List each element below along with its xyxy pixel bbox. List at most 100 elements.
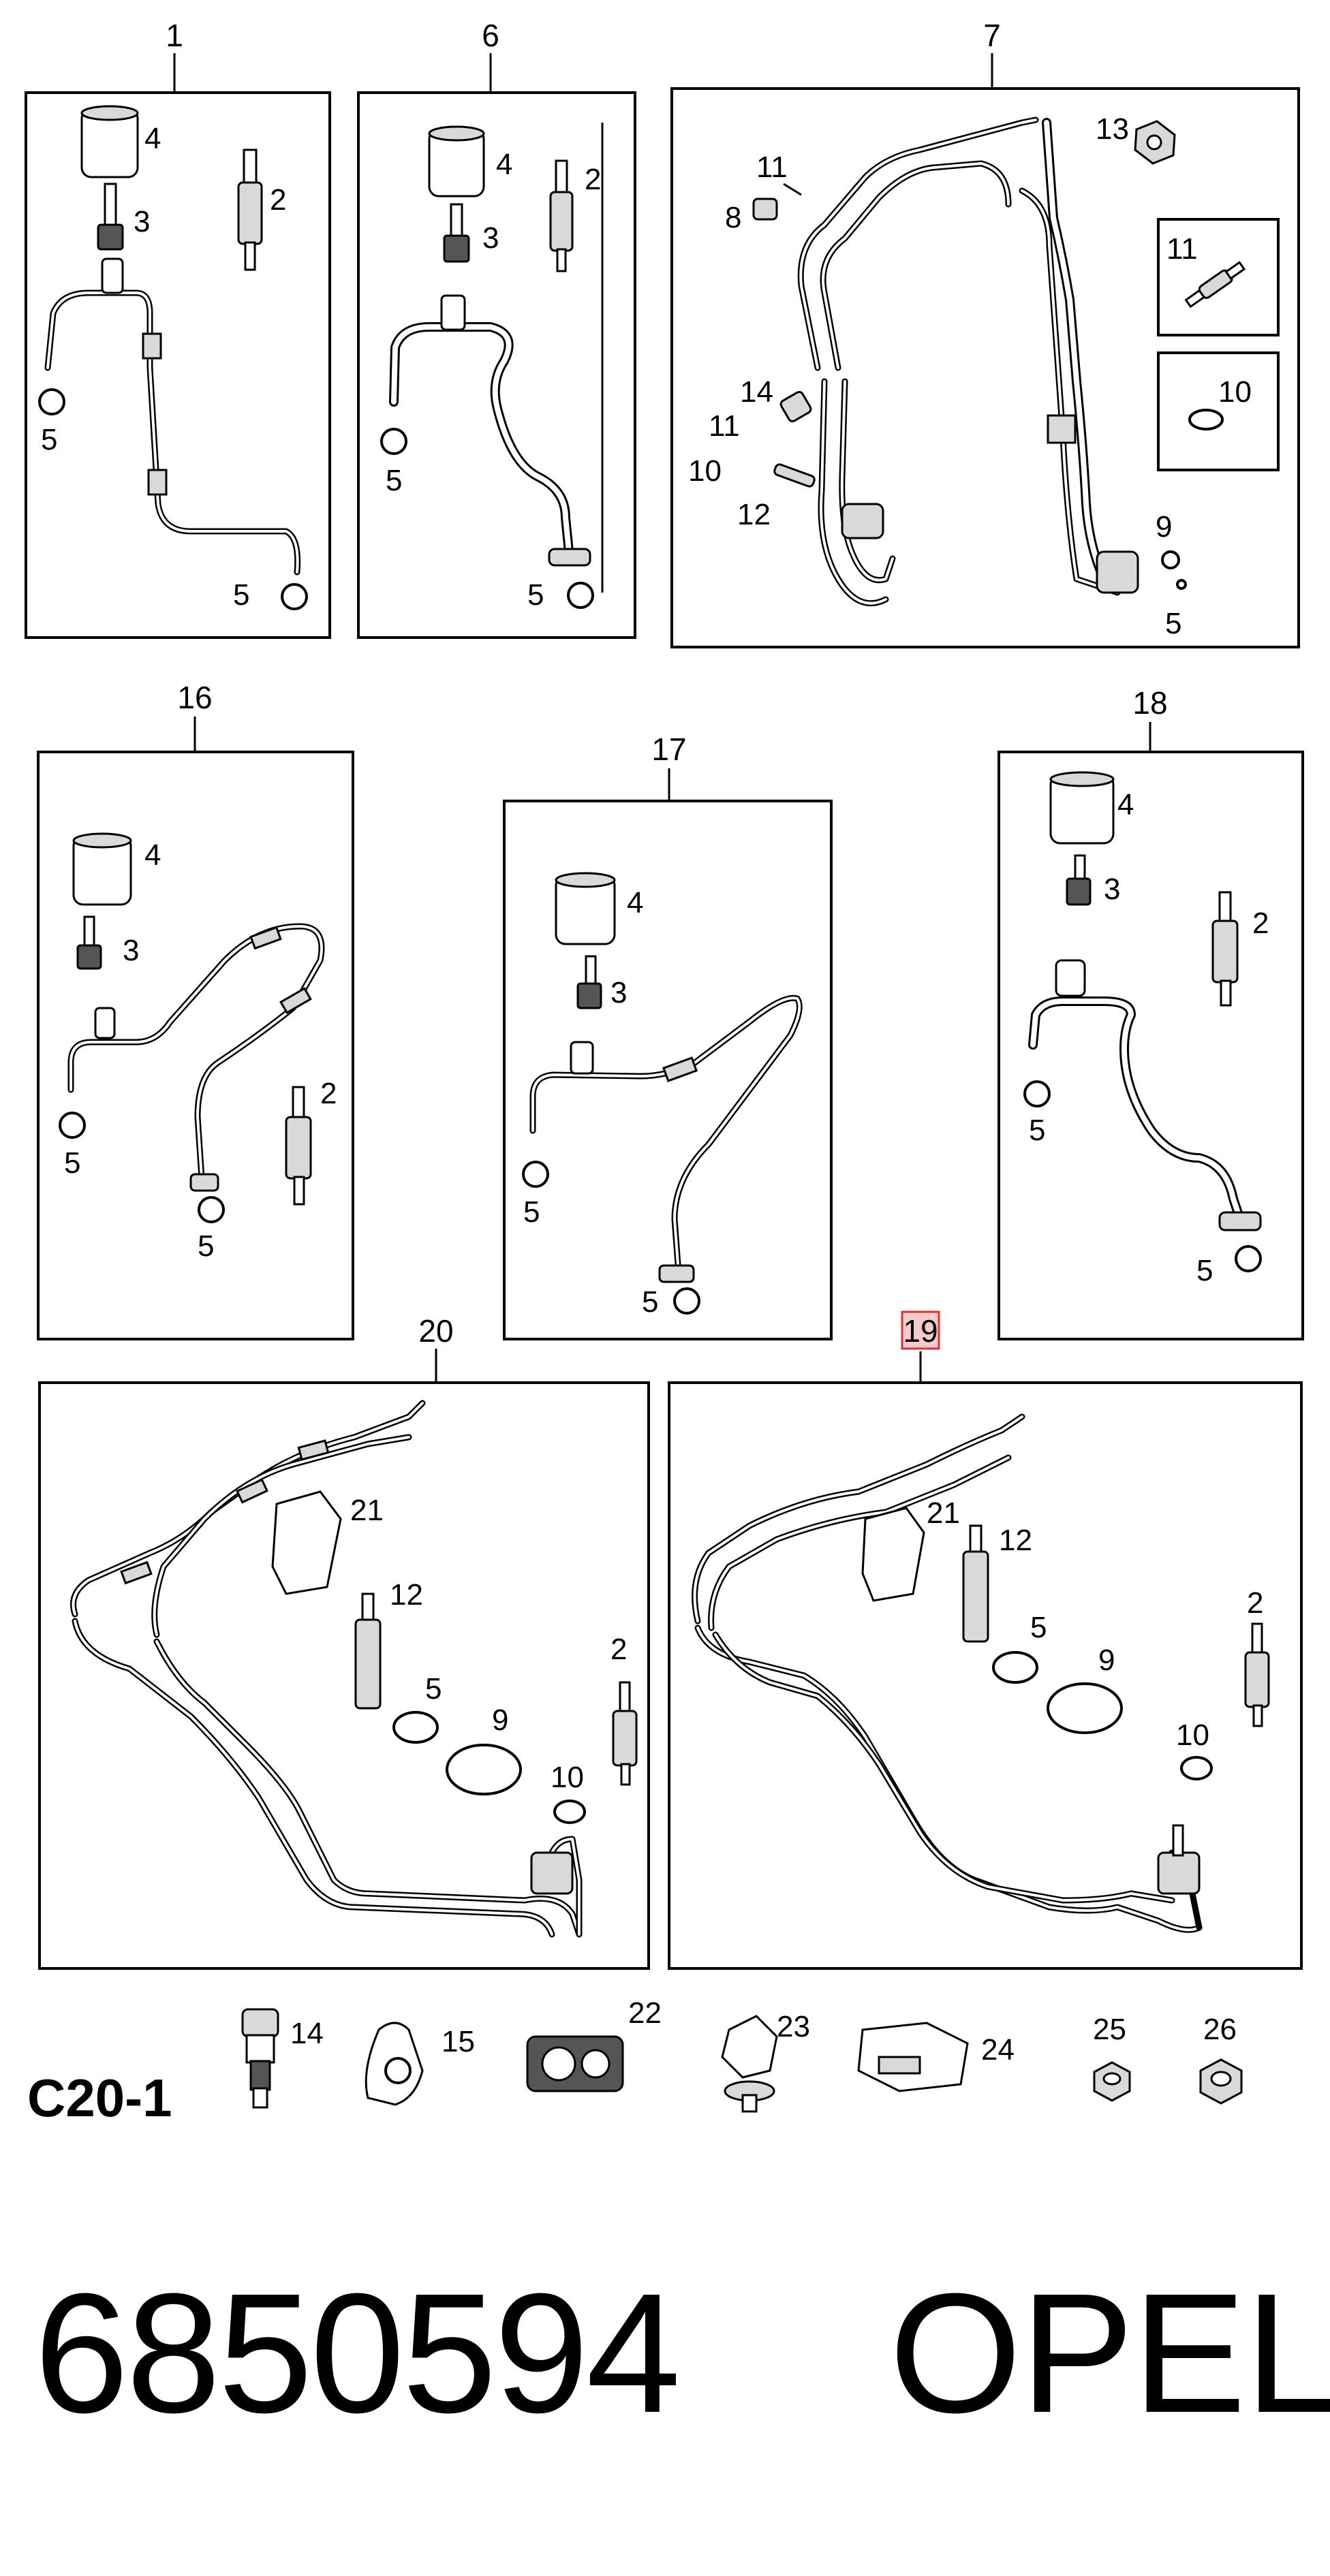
callout-8: 8	[725, 201, 741, 234]
callout-2: 2	[270, 183, 286, 217]
valve-icon	[237, 148, 263, 271]
diagram-code: C20-1	[27, 2068, 172, 2128]
o-ring-icon	[392, 1711, 439, 1744]
hose-icon	[692, 1413, 1203, 1933]
clip-icon	[721, 2015, 778, 2113]
dryer-canister-icon	[80, 105, 139, 178]
callout-5: 5	[425, 1672, 442, 1706]
callout-11: 11	[709, 409, 740, 443]
callout-3: 3	[123, 934, 139, 967]
o-ring-icon	[567, 582, 594, 609]
o-ring-icon	[1180, 1756, 1213, 1780]
loose-parts-row: 14 15 22 23 24 25	[241, 1996, 1243, 2113]
callout-12: 12	[737, 498, 771, 531]
valve-icon	[354, 1592, 382, 1710]
panel-19-highlight	[901, 1310, 940, 1350]
pressure-switch-icon	[241, 2008, 279, 2109]
bolt-icon	[76, 915, 102, 970]
hose-icon	[44, 257, 301, 576]
o-ring-icon	[522, 1161, 549, 1188]
valve-icon	[962, 1524, 989, 1643]
hose-icon	[1028, 959, 1262, 1231]
callout-5: 5	[1030, 1611, 1047, 1644]
part-number: 6850594	[34, 2258, 681, 2448]
callout-5: 5	[386, 464, 402, 497]
callout-2: 2	[610, 1633, 627, 1666]
o-ring-icon	[553, 1800, 586, 1824]
o-ring-icon	[1235, 1245, 1262, 1272]
o-ring-icon	[59, 1112, 86, 1139]
callout-3: 3	[1104, 873, 1120, 906]
panel-17-label: 17	[651, 732, 686, 767]
dryer-canister-icon	[555, 872, 616, 945]
hose-icon	[797, 116, 1139, 607]
callout-3: 3	[482, 221, 499, 255]
callout-11: 11	[1166, 232, 1198, 266]
callout-21: 21	[927, 1496, 960, 1530]
callout-9: 9	[492, 1703, 508, 1737]
o-ring-icon	[281, 583, 308, 610]
inset-10-frame	[1157, 351, 1280, 471]
valve-icon	[1244, 1622, 1270, 1727]
callout-2: 2	[585, 163, 601, 196]
callout-25: 25	[1093, 2013, 1126, 2046]
callout-14: 14	[290, 2017, 324, 2050]
nut-icon	[1134, 120, 1176, 165]
o-ring-icon	[1161, 550, 1180, 569]
o-ring-icon	[673, 1287, 700, 1315]
callout-2: 2	[1247, 1586, 1263, 1620]
valve-icon	[549, 159, 574, 272]
panel-20: 20 21 12 5 9	[38, 1313, 650, 1970]
callout-15: 15	[442, 2025, 475, 2058]
dryer-canister-icon	[1049, 771, 1115, 845]
panel-7: 7 11 10 13 11 8 14 11 10 12	[670, 18, 1300, 648]
clip-icon	[526, 2035, 624, 2092]
valve-icon	[285, 1086, 312, 1206]
panel-20-frame	[38, 1381, 650, 1970]
valve-icon	[773, 463, 816, 488]
callout-4: 4	[1117, 788, 1134, 821]
panel-1-label: 1	[166, 18, 183, 53]
clip-icon	[861, 1507, 925, 1602]
callout-10: 10	[1176, 1718, 1209, 1752]
callout-5: 5	[1029, 1114, 1045, 1147]
panel-7-frame	[670, 87, 1300, 648]
callout-4: 4	[144, 838, 161, 872]
nut-icon	[1199, 2058, 1243, 2105]
callout-5: 5	[1165, 607, 1181, 640]
pressure-switch-icon	[779, 390, 812, 423]
panel-6-label: 6	[482, 18, 499, 53]
dryer-canister-icon	[428, 125, 485, 198]
callout-4: 4	[627, 886, 643, 920]
hose-icon	[389, 294, 591, 567]
o-ring-icon	[1188, 409, 1224, 430]
callout-4: 4	[144, 122, 161, 155]
callout-10: 10	[1218, 375, 1252, 409]
panel-6-frame	[357, 91, 636, 639]
callout-21: 21	[350, 1494, 384, 1527]
clip-icon	[857, 2022, 969, 2092]
panel-1-frame	[25, 91, 331, 639]
panel-18-frame	[998, 751, 1304, 1340]
hose-icon	[529, 994, 803, 1283]
panel-6: 6 4 3 2 5 5	[357, 18, 636, 639]
valve-icon	[1211, 891, 1239, 1007]
cap-icon	[752, 198, 778, 221]
dryer-canister-icon	[72, 832, 132, 906]
callout-11: 11	[756, 151, 788, 184]
callout-3: 3	[610, 976, 627, 1009]
panel-18: 18 4 3 2 5 5	[998, 685, 1304, 1340]
panel-7-label: 7	[983, 18, 1001, 53]
callout-24: 24	[981, 2033, 1015, 2067]
callout-5: 5	[64, 1146, 80, 1180]
bolt-icon	[1066, 854, 1092, 906]
callout-5: 5	[527, 578, 544, 612]
callout-10: 10	[551, 1761, 584, 1794]
panel-18-label: 18	[1132, 685, 1167, 721]
callout-5: 5	[642, 1285, 658, 1319]
panel-16-label: 16	[177, 680, 212, 715]
callout-26: 26	[1203, 2013, 1237, 2046]
callout-2: 2	[320, 1077, 337, 1110]
callout-13: 13	[1096, 112, 1129, 146]
